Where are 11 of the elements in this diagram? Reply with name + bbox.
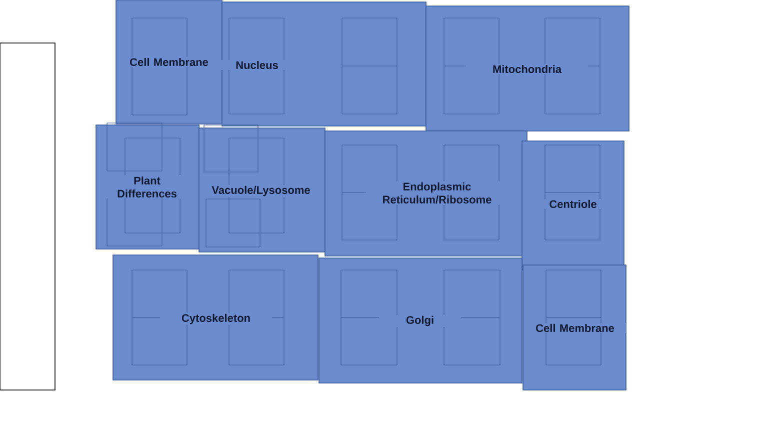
cell-part-box: Cytoskeleton <box>112 254 318 380</box>
cell-part-box: Plant Differences <box>96 122 200 250</box>
cell-part-box: Endoplasmic Reticulum/Ribosome <box>324 130 528 256</box>
cell-part-box: Golgi <box>318 258 522 384</box>
cell-part-box: Mitochondria <box>426 6 630 132</box>
cell-part-box: Cell Membrane <box>116 0 222 124</box>
cell-part-box: Cell Membrane <box>522 264 626 390</box>
cell-part-box: Nucleus <box>216 2 426 126</box>
empty-box <box>0 42 56 390</box>
cell-part-box: Vacuole/Lysosome <box>198 124 326 252</box>
cell-part-box: Centriole <box>522 140 624 270</box>
